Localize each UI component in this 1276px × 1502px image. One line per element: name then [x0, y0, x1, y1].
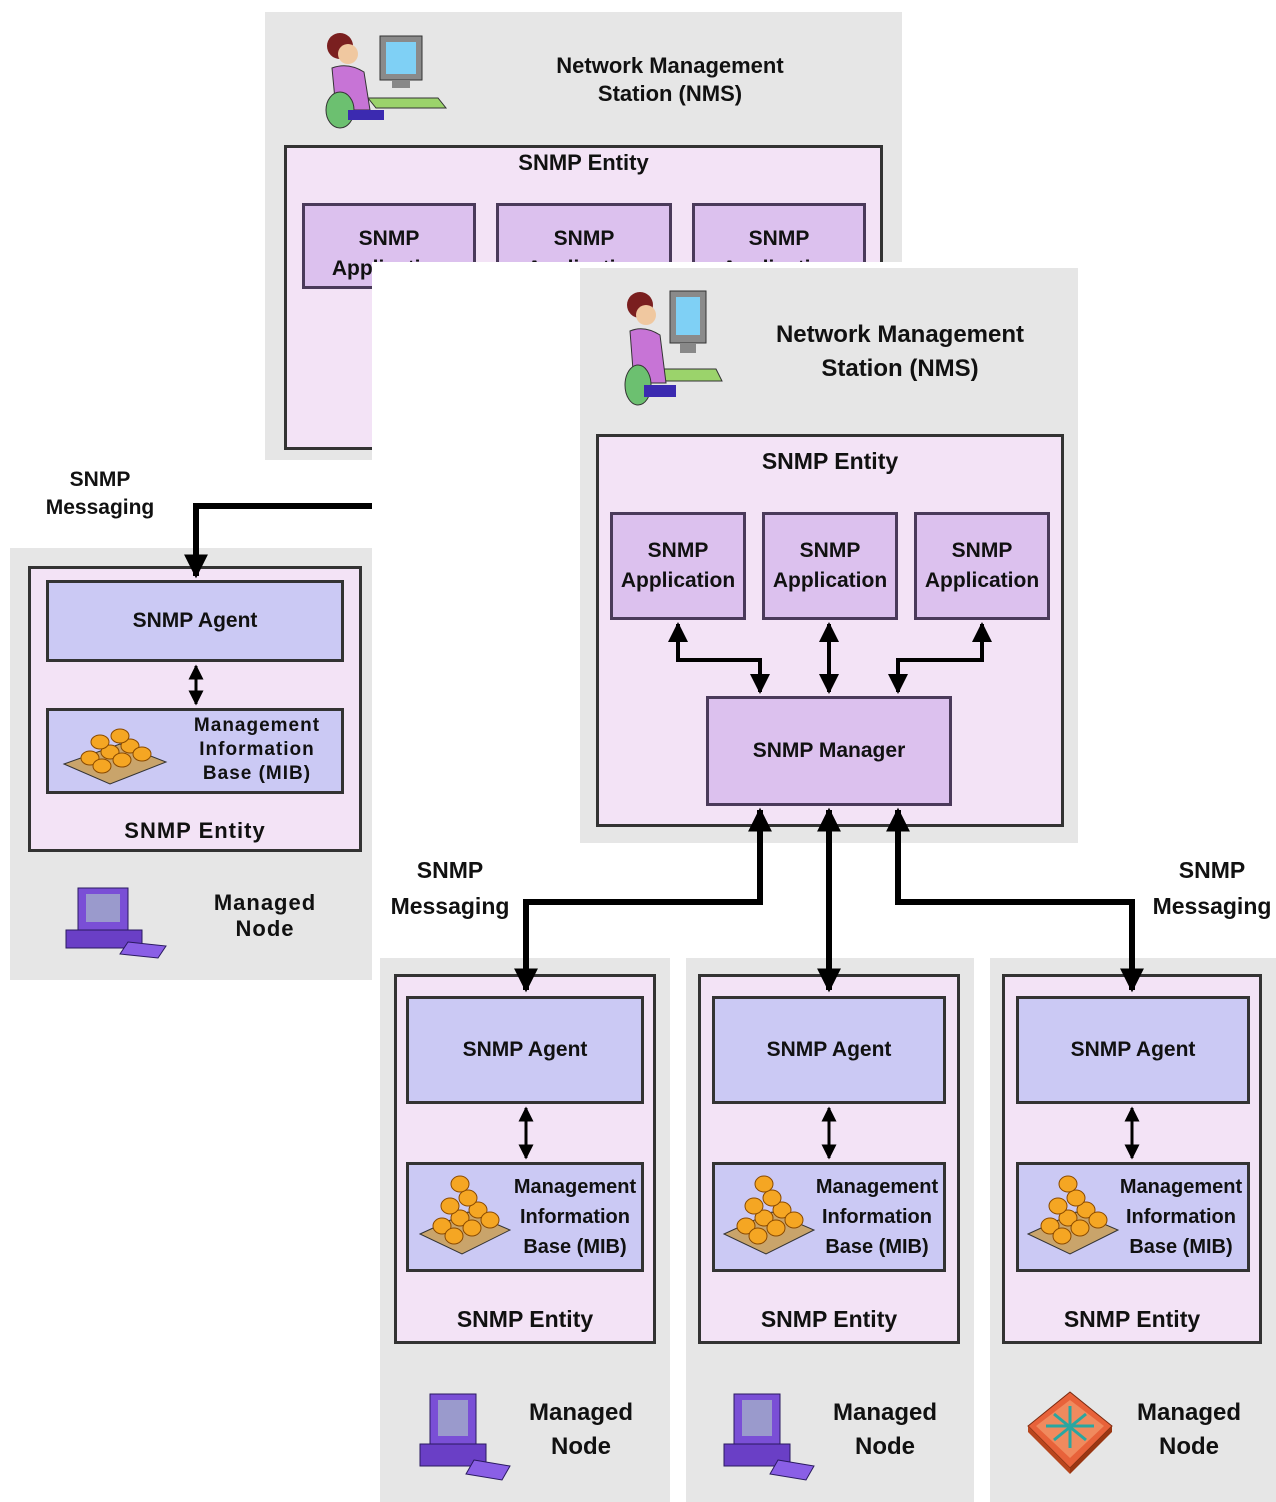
app-2-line2: Application — [772, 569, 888, 592]
mib-database-icon — [62, 728, 168, 785]
manager-node-1-connector — [514, 807, 772, 993]
manager-node-3-connector — [886, 807, 1144, 993]
app-1-line1: SNMP — [647, 539, 709, 562]
node-1-mib — [406, 1162, 644, 1272]
node-3-line2: Node — [1159, 1433, 1219, 1460]
app-2-line1: SNMP — [799, 539, 861, 562]
node-3-agent: SNMP Agent — [1016, 996, 1250, 1104]
back-mib-line3: Base (MIB) — [202, 763, 312, 784]
node-2-mib-line2: Information — [822, 1206, 932, 1228]
back-nms-title: Network Management Station (NMS) — [500, 52, 840, 108]
back-messaging-line1: SNMP — [69, 468, 131, 491]
back-node-mib-text: Management Information Base (MIB) — [172, 714, 342, 786]
node-3-mib-line2: Information — [1126, 1206, 1236, 1228]
back-messaging-label: SNMP Messaging — [20, 466, 180, 522]
node-1-mib-line3: Base (MIB) — [523, 1236, 627, 1258]
operator-workstation-icon — [325, 33, 448, 129]
node-3-mib-line1: Management — [1119, 1176, 1243, 1198]
messaging-label-left: SNMP Messaging — [380, 852, 520, 924]
app-3-line1: SNMP — [951, 539, 1013, 562]
node-3-mib — [1016, 1162, 1250, 1272]
snmp-manager-box: SNMP Manager — [706, 696, 952, 806]
back-messaging-line2: Messaging — [45, 496, 155, 519]
node-1-entity-label: SNMP Entity — [456, 1306, 594, 1332]
node-1-agent: SNMP Agent — [406, 996, 644, 1104]
mib-database-icon — [418, 1175, 512, 1255]
node-3-mib-text: Management Information Base (MIB) — [1114, 1172, 1248, 1262]
back-mib-line2: Information — [199, 739, 315, 760]
messaging-right-line2: Messaging — [1152, 893, 1272, 919]
back-app-3-line1: SNMP — [748, 227, 810, 250]
node-3-caption: Managed Node — [1124, 1396, 1254, 1464]
node-1-line2: Node — [551, 1433, 611, 1460]
node-2-mib-line1: Management — [815, 1176, 939, 1198]
node-3-mib-line3: Base (MIB) — [1129, 1236, 1233, 1258]
nms-app-1: SNMP Application — [610, 512, 746, 620]
nms-app-2: SNMP Application — [762, 512, 898, 620]
node-2-line2: Node — [855, 1433, 915, 1460]
nms-title-line1: Network Management — [775, 321, 1025, 348]
messaging-label-right: SNMP Messaging — [1148, 852, 1276, 924]
computer-icon — [419, 1393, 511, 1481]
node-3-entity-label: SNMP Entity — [1063, 1306, 1201, 1332]
nms-app-3: SNMP Application — [914, 512, 1050, 620]
node-2-mib-text: Management Information Base (MIB) — [810, 1172, 944, 1262]
computer-icon — [65, 887, 167, 959]
node-2-entity-label: SNMP Entity — [760, 1306, 898, 1332]
node-2-mib — [712, 1162, 946, 1272]
node-1-mib-line2: Information — [520, 1206, 630, 1228]
back-node-agent: SNMP Agent — [46, 580, 344, 662]
back-messaging-connector — [184, 503, 372, 579]
operator-workstation-icon — [624, 290, 723, 406]
node-1-mib-text: Management Information Base (MIB) — [508, 1172, 642, 1262]
node-1-line1: Managed — [528, 1399, 633, 1426]
back-nms-title-line2: Station (NMS) — [597, 81, 743, 106]
app-1-manager-connector — [668, 622, 770, 694]
node-2-mib-line3: Base (MIB) — [825, 1236, 929, 1258]
node-2-line1: Managed — [832, 1399, 937, 1426]
messaging-left-line1: SNMP — [416, 857, 484, 883]
mib-database-icon — [1026, 1175, 1120, 1255]
messaging-left-line2: Messaging — [390, 893, 510, 919]
app-1-line2: Application — [620, 569, 736, 592]
node-2-agent: SNMP Agent — [712, 996, 946, 1104]
computer-icon — [723, 1393, 815, 1481]
nms-entity-label: SNMP Entity — [761, 448, 899, 474]
back-node-mib — [46, 708, 344, 794]
messaging-right-line1: SNMP — [1178, 857, 1246, 883]
back-node-entity-label: SNMP Entity — [124, 818, 266, 843]
nms-title-line2: Station (NMS) — [821, 355, 979, 382]
nms-title: Network Management Station (NMS) — [760, 318, 1040, 386]
back-node-line1: Managed — [213, 890, 317, 915]
back-nms-entity-label: SNMP Entity — [518, 150, 649, 175]
app-3-line2: Application — [924, 569, 1040, 592]
node-1-caption: Managed Node — [516, 1396, 646, 1464]
back-node-line2: Node — [235, 916, 295, 941]
back-app-2-line1: SNMP — [553, 227, 615, 250]
back-app-1-line1: SNMP — [358, 227, 420, 250]
mib-database-icon — [722, 1175, 816, 1255]
node-3-line1: Managed — [1136, 1399, 1241, 1426]
back-nms-title-line1: Network Management — [556, 53, 784, 78]
node-2-caption: Managed Node — [820, 1396, 950, 1464]
app-3-manager-connector — [888, 622, 992, 694]
back-mib-line1: Management — [193, 715, 321, 736]
router-icon — [1027, 1391, 1113, 1474]
node-1-mib-line1: Management — [513, 1176, 637, 1198]
back-node-caption: Managed Node — [190, 890, 340, 942]
